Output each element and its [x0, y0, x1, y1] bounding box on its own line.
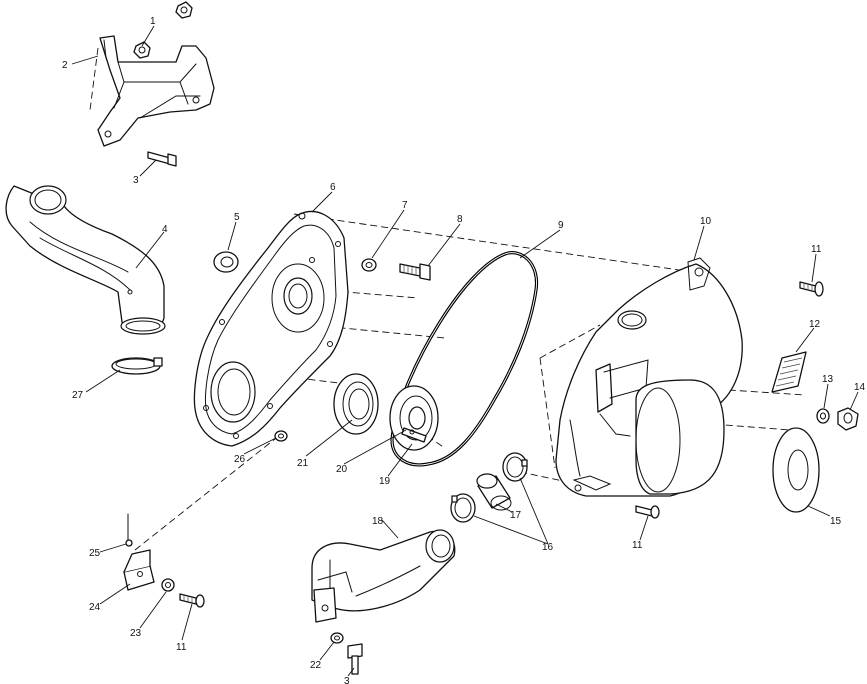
callout-16: 16 — [542, 542, 554, 553]
callout-12: 12 — [809, 319, 821, 330]
callout-24: 24 — [89, 602, 101, 613]
bolt-part-11-lower — [635, 505, 660, 519]
gasket-part-15 — [772, 427, 820, 513]
callout-17: 17 — [510, 510, 522, 521]
bracket-part-2 — [97, 35, 215, 147]
callout-25: 25 — [89, 548, 101, 559]
bolt-part-3-top — [147, 151, 177, 167]
callout-21: 21 — [297, 458, 309, 469]
rivet-part-25 — [125, 513, 133, 547]
bolt-part-11-right — [799, 281, 824, 297]
bolt-part-3-bottom — [347, 643, 363, 675]
bolt-part-11-bottom — [179, 593, 205, 608]
outer-cover-part-10 — [555, 257, 743, 497]
callout-19: 19 — [379, 476, 391, 487]
callout-26: 26 — [234, 454, 246, 465]
hose-clamp-part-27 — [111, 357, 163, 375]
callout-10: 10 — [700, 216, 712, 227]
callout-8: 8 — [457, 214, 463, 225]
washer-part-23 — [161, 578, 175, 592]
callout-7: 7 — [402, 200, 408, 211]
callout-6: 6 — [330, 182, 336, 193]
clamp-part-16-lower — [450, 493, 476, 523]
intake-duct-part-4 — [5, 185, 166, 335]
clamp-part-16-upper — [502, 452, 528, 482]
seal-part-5 — [213, 251, 239, 273]
callout-11-right: 11 — [811, 244, 822, 255]
nut-part-26 — [274, 430, 288, 442]
drive-belt-part-9 — [390, 251, 539, 467]
callout-labels: 1 2 3 4 5 6 7 8 9 10 11 12 13 14 15 16 1… — [62, 16, 866, 684]
bracket-part-24 — [123, 549, 155, 591]
callout-5: 5 — [234, 212, 240, 223]
inner-cover-part-6 — [193, 210, 349, 447]
callout-11-lower: 11 — [632, 540, 643, 551]
coupler-part-17 — [476, 473, 512, 511]
exhaust-duct-part-18 — [311, 529, 456, 623]
leader-lines — [71, 25, 859, 677]
nut-part-1 — [133, 1, 193, 59]
washer-part-7 — [361, 258, 377, 272]
washer-part-22 — [330, 632, 344, 644]
bearing-part-20 — [389, 385, 439, 451]
callout-22: 22 — [310, 660, 322, 671]
callout-2: 2 — [62, 60, 68, 71]
decal-part-12 — [771, 351, 807, 393]
seal-part-21 — [333, 373, 379, 435]
bolt-part-8 — [399, 263, 431, 281]
callout-23: 23 — [130, 628, 142, 639]
callout-3-bottom: 3 — [344, 676, 350, 684]
callout-14: 14 — [854, 382, 866, 393]
callout-18: 18 — [372, 516, 384, 527]
callout-15: 15 — [830, 516, 842, 527]
callout-3-top: 3 — [133, 175, 139, 186]
callout-11-bottom: 11 — [176, 642, 187, 653]
callout-1: 1 — [150, 16, 156, 27]
plug-part-14 — [837, 407, 859, 431]
callout-4: 4 — [162, 224, 168, 235]
callout-9: 9 — [558, 220, 564, 231]
callout-20: 20 — [336, 464, 348, 475]
washer-part-13 — [816, 408, 830, 424]
callout-13: 13 — [822, 374, 834, 385]
callout-27: 27 — [72, 390, 84, 401]
